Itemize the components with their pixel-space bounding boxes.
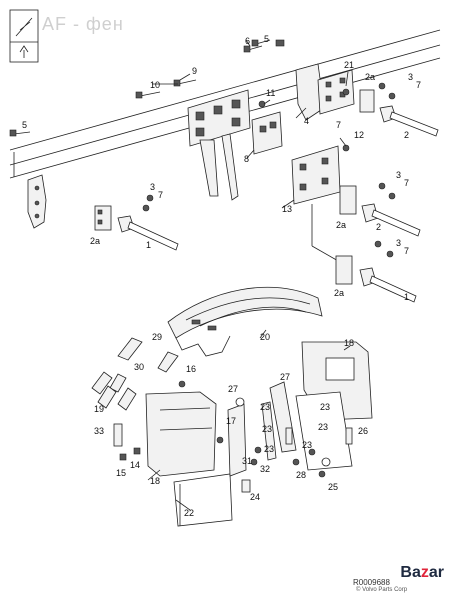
callout-23-c: 23 [262,424,272,434]
fasteners-3-7 [142,82,396,258]
mudguard [167,286,323,357]
callout-16: 16 [186,364,196,374]
callout-13: 13 [282,204,292,214]
callout-2a-4: 2a [334,288,344,298]
copyright-text: © Volvo Parts Corp [356,587,408,593]
logo-text-main: Ba [400,564,421,581]
callout-2-a: 2 [404,130,409,140]
logo-text-end: ar [428,564,444,581]
callout-23-d: 23 [318,422,328,432]
callout-1-a: 1 [146,240,151,250]
callout-9: 9 [192,66,197,76]
middle-plate [291,145,421,263]
left-bracket [27,174,47,229]
callout-7-a: 7 [416,80,421,90]
callout-3-b: 3 [396,170,401,180]
callout-31: 31 [242,456,252,466]
callout-labels: 5 5 6 9 10 11 4 8 21 2a 3 7 7 2 12 13 3 … [22,34,421,518]
left-hanger [94,205,179,251]
right-upper-bracket [295,63,439,137]
callout-23-f: 23 [302,440,312,450]
small-brackets-29-30 [91,337,179,411]
callout-28: 28 [296,470,306,480]
callout-18-right: 18 [344,338,354,348]
center-bracket [187,89,283,201]
callout-4: 4 [304,116,309,126]
callout-3-d: 3 [396,238,401,248]
callout-8: 8 [244,154,249,164]
callout-3-c: 3 [150,182,155,192]
callout-2a-1: 2a [365,72,375,82]
callout-26: 26 [358,426,368,436]
drawing-reference: R0009688 [353,578,390,587]
orientation-icon [9,9,39,63]
bazar-logo: Bazar [400,564,444,582]
callout-21: 21 [344,60,354,70]
callout-10: 10 [150,80,160,90]
logo-text-accent: z [420,564,429,581]
bolts-top [9,39,350,152]
callout-17: 17 [226,416,236,426]
callout-23-b: 23 [320,402,330,412]
callout-27-left: 27 [228,384,238,394]
callout-33: 33 [94,426,104,436]
lower-right-hanger [335,255,417,303]
callout-5-top: 5 [264,34,269,44]
callout-15: 15 [116,468,126,478]
callout-7-d: 7 [158,190,163,200]
callout-7-b: 7 [336,120,341,130]
watermark-text: AF - фен [42,14,124,34]
callout-3-a: 3 [408,72,413,82]
callout-23-a: 23 [260,402,270,412]
callout-7-e: 7 [404,246,409,256]
mudflap-assembly-left [113,380,262,527]
callout-6: 6 [245,36,250,46]
callout-14: 14 [130,460,140,470]
callout-22: 22 [184,508,194,518]
callout-20: 20 [260,332,270,342]
callout-5-left: 5 [22,120,27,130]
callout-2a-2: 2a [336,220,346,230]
callout-30: 30 [134,362,144,372]
callout-29: 29 [152,332,162,342]
callout-32: 32 [260,464,270,474]
callout-1-b: 1 [404,292,409,302]
callout-23-e: 23 [264,444,274,454]
callout-27-right: 27 [280,372,290,382]
callout-11: 11 [266,88,275,98]
callout-12: 12 [354,130,364,140]
leader-lines [147,39,351,511]
callout-7-c: 7 [404,178,409,188]
mudflap-assembly-right [261,341,373,478]
callout-2a-3: 2a [90,236,100,246]
callout-24: 24 [250,492,260,502]
callout-18-left: 18 [150,476,160,486]
callout-19: 19 [94,404,104,414]
callout-2-b: 2 [376,222,381,232]
callout-25: 25 [328,482,338,492]
